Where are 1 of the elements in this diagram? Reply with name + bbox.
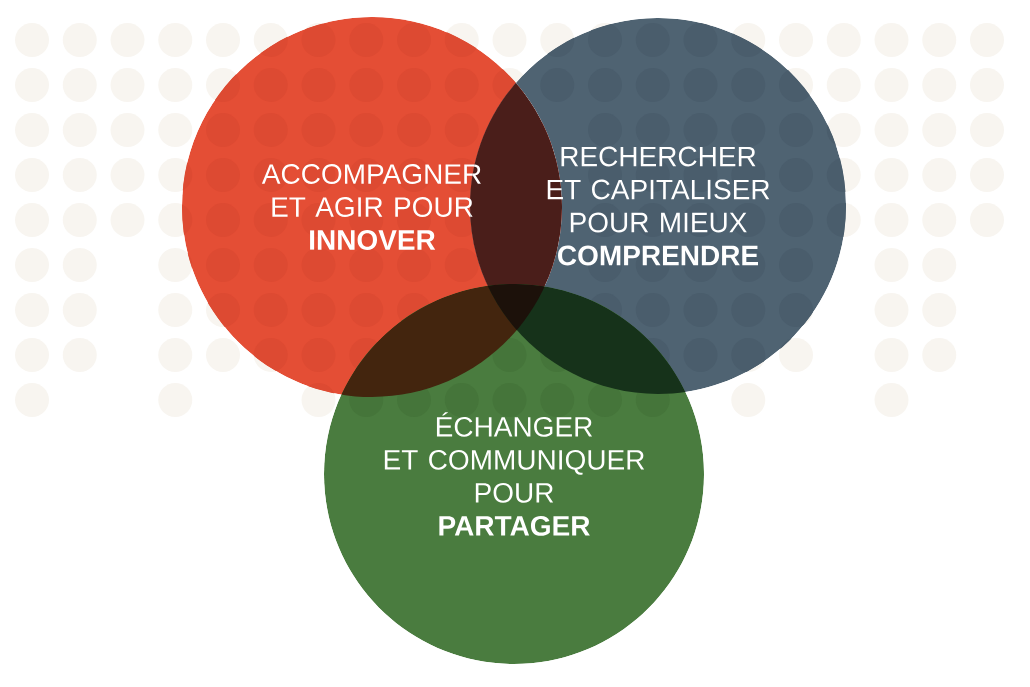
node-label: RECHERCHER ET CAPITALISER POUR MIEUX COMPRENDRE <box>547 146 770 266</box>
